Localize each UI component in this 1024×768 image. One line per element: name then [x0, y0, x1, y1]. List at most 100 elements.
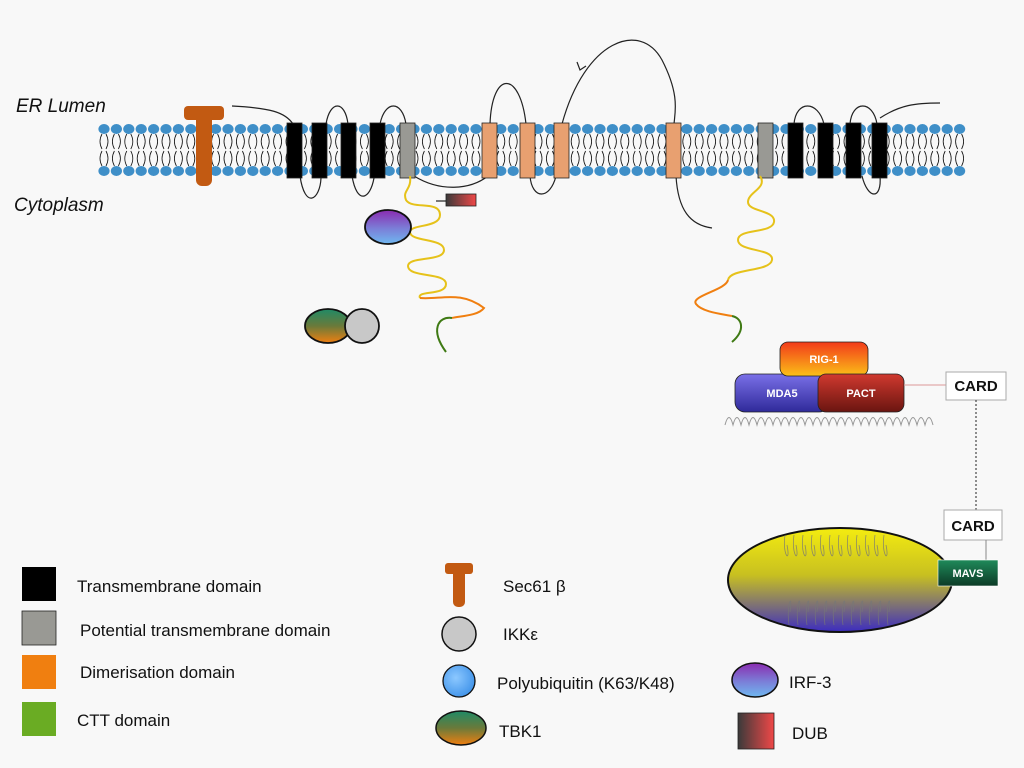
lipid-head [743, 166, 755, 176]
legend-label-tm: Transmembrane domain [77, 577, 262, 596]
lipid-tail [608, 150, 617, 167]
lipid-head [805, 166, 817, 176]
card-label-bottom: CARD [951, 518, 994, 535]
lipid-tail [186, 150, 196, 167]
lipid-tail [608, 133, 617, 150]
lipid-tail [459, 150, 468, 167]
tm-domain [286, 122, 303, 179]
lipid-head [185, 166, 197, 176]
lipid-head [259, 166, 271, 176]
lipid-tail [236, 150, 245, 167]
er-lumen-label: ER Lumen [16, 96, 106, 117]
tm-domain [871, 122, 888, 179]
lipid-head [420, 166, 432, 176]
lipid-head [693, 166, 705, 176]
lipid-tail [149, 133, 158, 150]
legend-label-potential-tm: Potential transmembrane domain [80, 621, 330, 640]
lipid-tail [719, 150, 729, 167]
lipid-head [123, 166, 135, 176]
mavs-label: MAVS [953, 568, 984, 580]
lipid-tail [732, 133, 741, 150]
lipid-tail [223, 133, 233, 150]
lipid-tail [471, 150, 481, 167]
lipid-tail [806, 150, 816, 167]
lipid-head [247, 166, 259, 176]
lipid-tail [211, 133, 220, 150]
lipid-head [656, 124, 668, 134]
lipid-tail [918, 133, 927, 150]
cytoplasm-label: Cytoplasm [14, 195, 104, 216]
mitochondrion: MAVS [727, 527, 999, 633]
lipid-tail [236, 133, 245, 150]
lipid-tail [645, 150, 654, 167]
lipid-head [941, 166, 953, 176]
lipid-head [272, 166, 284, 176]
tm-legend-swatch [22, 567, 56, 601]
lipid-tail [124, 150, 134, 167]
lipid-tail [446, 133, 456, 150]
lipid-head [904, 124, 916, 134]
lipid-tail [422, 150, 431, 167]
lipid-tail [360, 133, 369, 150]
lipid-head [892, 124, 904, 134]
cytoplasmic-tails [404, 175, 775, 353]
lipid-tail [905, 150, 915, 167]
lipid-tail [384, 133, 394, 150]
lipid-tail [223, 150, 233, 167]
lipid-head [743, 124, 755, 134]
lipid-tail [620, 150, 630, 167]
lipid-head [656, 166, 668, 176]
lipid-head [594, 124, 606, 134]
lipid-tail [161, 133, 171, 150]
tm-domain [845, 122, 862, 179]
lipid-tail [248, 133, 258, 150]
lipid-head [433, 124, 445, 134]
lipid-tail [459, 133, 468, 150]
lipid-tail [707, 150, 716, 167]
lipid-tail [744, 133, 754, 150]
lipid-head [681, 124, 693, 134]
pact-label: PACT [846, 388, 875, 400]
lipid-head [98, 166, 110, 176]
lipid-tail [124, 133, 134, 150]
mavs-box [937, 559, 999, 587]
lipid-head [954, 166, 966, 176]
lipid-head [234, 166, 246, 176]
lipid-tail [496, 133, 506, 150]
lipid-tail [112, 150, 121, 167]
lipid-tail [682, 133, 692, 150]
lipid-tail [620, 133, 630, 150]
lipid-tail [174, 133, 183, 150]
ikke-protein [344, 308, 380, 344]
lipid-head [458, 166, 470, 176]
lipid-tail [508, 150, 518, 167]
lipid-head [470, 166, 482, 176]
legend-label-tbk1: TBK1 [499, 722, 542, 741]
lipid-head [495, 124, 507, 134]
lipid-head [470, 124, 482, 134]
lipid-head [892, 166, 904, 176]
lipid-tail [446, 150, 456, 167]
lipid-head [185, 124, 197, 134]
lipid-tail [930, 150, 940, 167]
lipid-tail [707, 133, 716, 150]
lipid-head [210, 124, 222, 134]
lipid-head [222, 166, 234, 176]
lipid-head [148, 124, 160, 134]
lipid-tail [682, 150, 692, 167]
lipid-head [135, 124, 147, 134]
lipid-head [210, 166, 222, 176]
lipid-tail [583, 133, 592, 150]
lipid-head [358, 166, 370, 176]
legend-proteins: Sec61 β IKKε Polyubiquitin (K63/K48) TBK… [435, 563, 675, 746]
tm-domain [399, 122, 416, 179]
tm-domain [340, 122, 357, 179]
lipid-head [433, 166, 445, 176]
lipid-tail [273, 150, 282, 167]
lipid-tail [632, 150, 642, 167]
lipid-tail [583, 150, 592, 167]
potential-tm-legend-swatch [21, 610, 57, 646]
lipid-head [383, 124, 395, 134]
lipid-tail [570, 150, 580, 167]
